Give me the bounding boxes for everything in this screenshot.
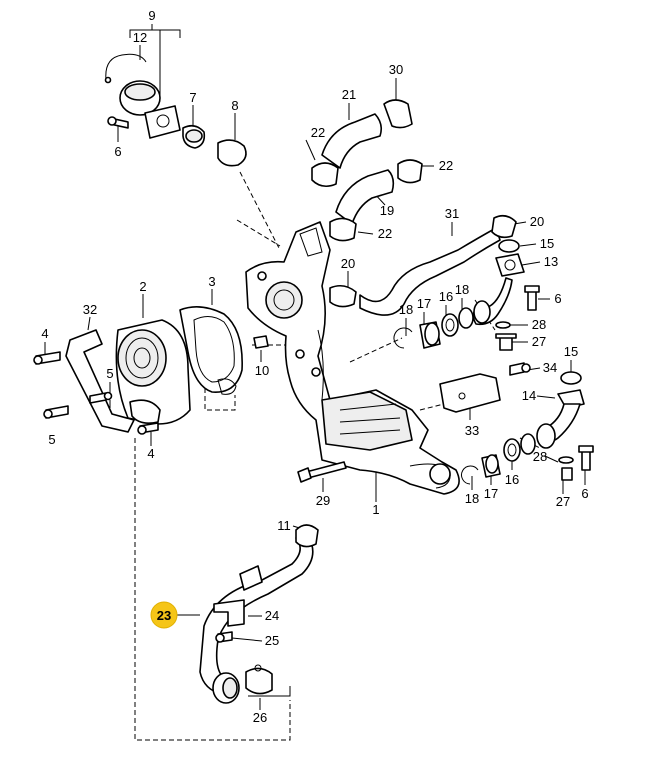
label-22: 22	[311, 125, 325, 140]
label-24: 24	[265, 608, 279, 623]
label-8: 8	[231, 98, 238, 113]
label-30: 30	[389, 62, 403, 77]
label-12: 12	[133, 30, 147, 45]
label-20: 20	[530, 214, 544, 229]
label-20: 20	[341, 256, 355, 271]
label-9: 9	[148, 8, 155, 23]
label-19: 19	[380, 203, 394, 218]
label-5: 5	[48, 432, 55, 447]
label-16: 16	[505, 472, 519, 487]
lower-hose-group	[199, 524, 319, 704]
label-22: 22	[378, 226, 392, 241]
label-4: 4	[41, 326, 48, 341]
label-18: 18	[399, 302, 413, 317]
bolt-29	[297, 461, 347, 483]
label-28: 28	[532, 317, 546, 332]
label-22: 22	[439, 158, 453, 173]
highlight-badge	[150, 601, 178, 629]
label-28: 28	[533, 449, 547, 464]
engine-cover-housing	[245, 221, 460, 495]
label-6: 6	[554, 291, 561, 306]
label-29: 29	[316, 493, 330, 508]
label-13: 13	[544, 254, 558, 269]
label-4: 4	[147, 446, 154, 461]
label-15: 15	[540, 236, 554, 251]
label-6: 6	[114, 144, 121, 159]
thermostat-housing-group	[104, 53, 247, 167]
label-2: 2	[139, 279, 146, 294]
label-16: 16	[439, 289, 453, 304]
label-27: 27	[532, 334, 546, 349]
water-pump-group	[33, 306, 269, 435]
label-18: 18	[465, 491, 479, 506]
label-26: 26	[253, 710, 267, 725]
upper-seal-group	[393, 307, 474, 349]
label-32: 32	[83, 302, 97, 317]
label-34: 34	[543, 360, 557, 375]
label-15: 15	[564, 344, 578, 359]
label-31: 31	[445, 206, 459, 221]
label-25: 25	[265, 633, 279, 648]
label-1: 1	[372, 502, 379, 517]
right-pipe-group	[329, 214, 540, 351]
label-14: 14	[522, 388, 536, 403]
label-7: 7	[189, 90, 196, 105]
label-17: 17	[417, 296, 431, 311]
label-33: 33	[465, 423, 479, 438]
part-labels: 9 12 7 8 6 21 30 22 22 22 19 31 20 15 13…	[41, 8, 588, 725]
right-lower-group	[439, 362, 594, 485]
label-23: 23	[157, 608, 171, 623]
label-5: 5	[106, 366, 113, 381]
label-10: 10	[255, 363, 269, 378]
label-3: 3	[208, 274, 215, 289]
label-21: 21	[342, 87, 356, 102]
label-18: 18	[455, 282, 469, 297]
label-6: 6	[581, 486, 588, 501]
label-11: 11	[277, 518, 291, 533]
label-27: 27	[556, 494, 570, 509]
label-17: 17	[484, 486, 498, 501]
leader-lines	[44, 24, 586, 741]
upper-hoses	[311, 99, 423, 242]
